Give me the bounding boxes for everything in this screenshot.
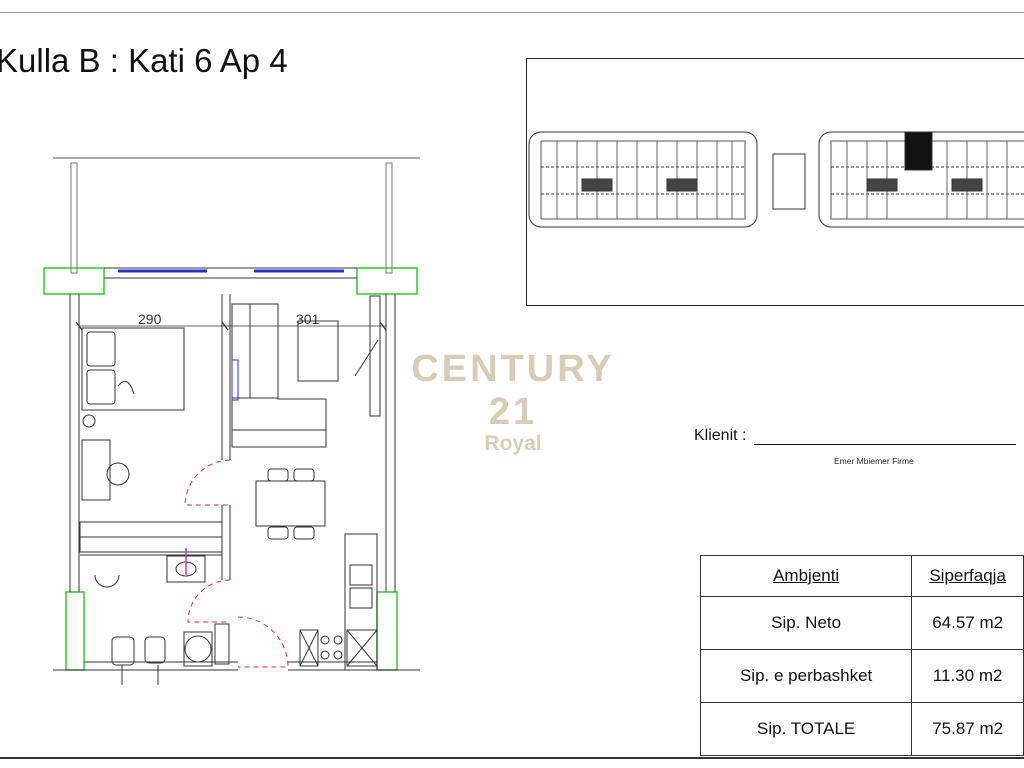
key-plan-drawing <box>528 131 1024 228</box>
dimension-label-right: 301 <box>296 311 320 327</box>
top-divider <box>0 12 1024 13</box>
row-label: Sip. e perbashket <box>699 649 913 703</box>
page-title: Kulla B : Kati 6 Ap 4 <box>0 42 288 79</box>
client-label: Klienit : <box>694 427 747 444</box>
header-ambjenti: Ambjenti <box>699 555 913 597</box>
client-caption: Emer Mbiemer Firme <box>834 456 914 466</box>
bottom-divider <box>0 757 1024 759</box>
table-header-row: Ambjenti Siperfaqja <box>699 555 1024 597</box>
row-value: 64.57 m2 <box>911 596 1024 650</box>
header-siperfaqja: Siperfaqja <box>911 555 1024 597</box>
watermark-logo: CENTURY 21 Royal <box>388 348 638 456</box>
watermark-brand: CENTURY 21 <box>411 348 615 433</box>
client-signature-line <box>754 444 1016 445</box>
table-row: Sip. Neto 64.57 m2 <box>699 596 1024 650</box>
row-label: Sip. TOTALE <box>699 702 913 756</box>
key-plan <box>526 58 1024 306</box>
area-table: Ambjenti Siperfaqja Sip. Neto 64.57 m2 S… <box>699 555 1024 756</box>
table-row: Sip. TOTALE 75.87 m2 <box>699 702 1024 756</box>
table-row: Sip. e perbashket 11.30 m2 <box>699 649 1024 703</box>
floor-plan <box>43 157 420 685</box>
row-value: 11.30 m2 <box>911 649 1024 703</box>
dimension-label-left: 290 <box>138 311 162 327</box>
row-value: 75.87 m2 <box>911 702 1024 756</box>
row-label: Sip. Neto <box>699 596 913 650</box>
watermark-sub: Royal <box>484 432 542 455</box>
